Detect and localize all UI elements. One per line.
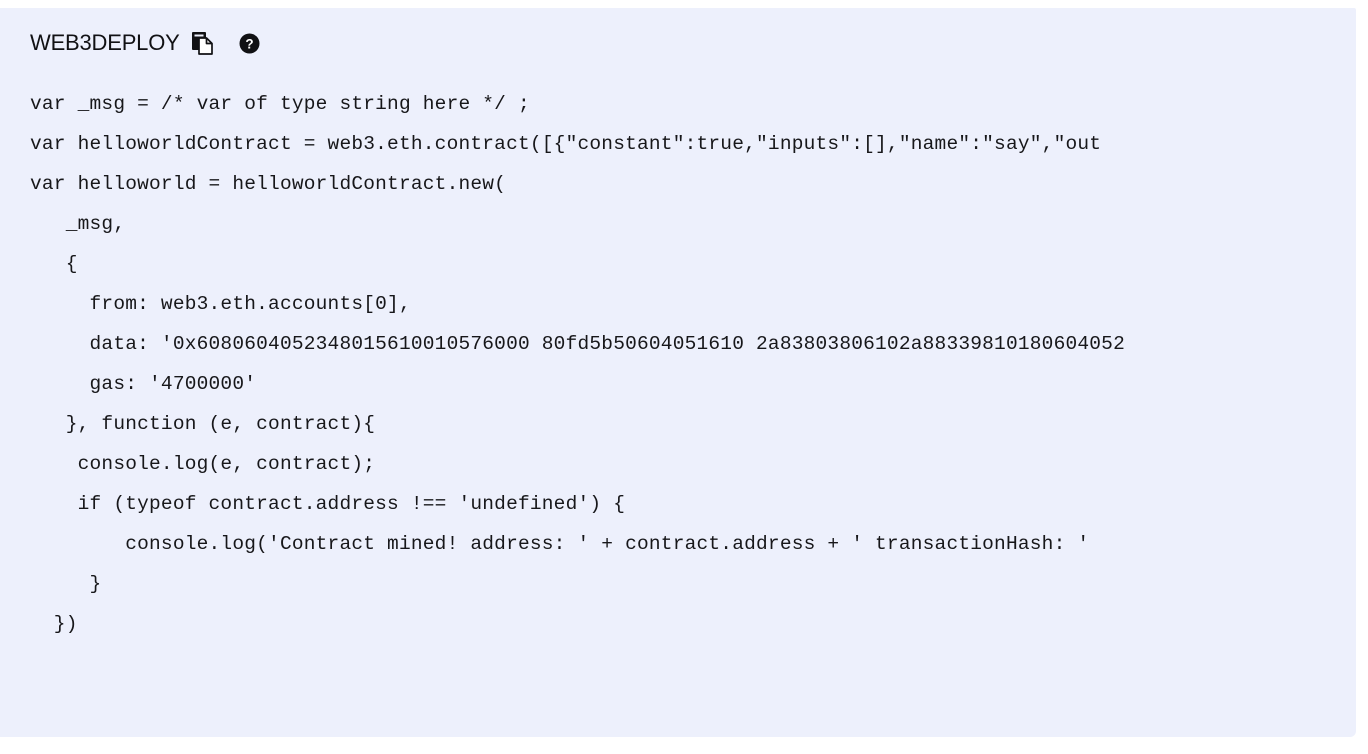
code-line: } [30, 573, 102, 595]
code-line: data: '0x6080604052348015610010576000 80… [30, 333, 1125, 355]
code-line: _msg, [30, 213, 126, 235]
code-line: var _msg = /* var of type string here */… [30, 93, 530, 115]
panel-header: WEB3DEPLOY ? [0, 8, 1356, 55]
code-line: var helloworld = helloworldContract.new( [30, 173, 507, 195]
deploy-code-block[interactable]: var _msg = /* var of type string here */… [0, 52, 1356, 644]
web3deploy-panel: WEB3DEPLOY ? var _msg = /* var of type s… [0, 8, 1356, 737]
copy-icon[interactable] [191, 31, 213, 55]
code-line: console.log('Contract mined! address: ' … [30, 533, 1090, 555]
code-line: from: web3.eth.accounts[0], [30, 293, 411, 315]
help-icon[interactable]: ? [239, 33, 260, 54]
code-line: }, function (e, contract){ [30, 413, 376, 435]
svg-text:?: ? [245, 36, 253, 51]
code-line: }) [30, 613, 78, 635]
code-line: console.log(e, contract); [30, 453, 376, 475]
page-title: WEB3DEPLOY [30, 30, 180, 55]
code-line: var helloworldContract = web3.eth.contra… [30, 133, 1102, 155]
code-line: { [30, 253, 78, 275]
code-line: gas: '4700000' [30, 373, 257, 395]
code-line: if (typeof contract.address !== 'undefin… [30, 493, 626, 515]
